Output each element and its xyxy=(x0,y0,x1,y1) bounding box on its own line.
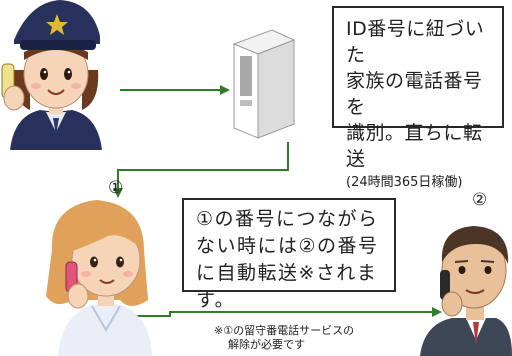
middle-callout-line-3: に自動転送※されます。 xyxy=(196,262,378,311)
middle-callout-line-2: ない時には②の番号 xyxy=(196,235,379,257)
footnote-line-1: ※①の留守番電話サービスの xyxy=(214,324,355,337)
top-callout-line-1: ID番号に紐づいた xyxy=(346,18,485,66)
top-callout-sub: (24時間365日稼働) xyxy=(346,175,463,190)
man-phone-icon xyxy=(420,226,512,356)
arrow-woman-to-man xyxy=(128,307,442,317)
server-icon xyxy=(232,29,296,139)
footnote: ※①の留守番電話サービスの 解除が必要です xyxy=(214,324,354,352)
top-callout: ID番号に紐づいた 家族の電話番号を 識別。直ちに転送 (24時間365日稼働) xyxy=(332,6,504,190)
footnote-line-2: 解除が必要です xyxy=(228,338,305,351)
top-callout-line-3: 識別。直ちに転送 xyxy=(346,122,483,170)
middle-callout: ①の番号につながら ない時には②の番号 に自動転送※されます。 xyxy=(182,198,396,311)
top-callout-line-2: 家族の電話番号を xyxy=(346,70,483,118)
middle-callout-line-1: ①の番号につながら xyxy=(196,208,379,230)
woman-phone-icon xyxy=(46,200,152,356)
label-first: ① xyxy=(108,178,124,198)
label-second: ② xyxy=(472,190,488,210)
police-officer-icon xyxy=(1,0,102,150)
arrow-server-to-woman xyxy=(113,142,289,198)
